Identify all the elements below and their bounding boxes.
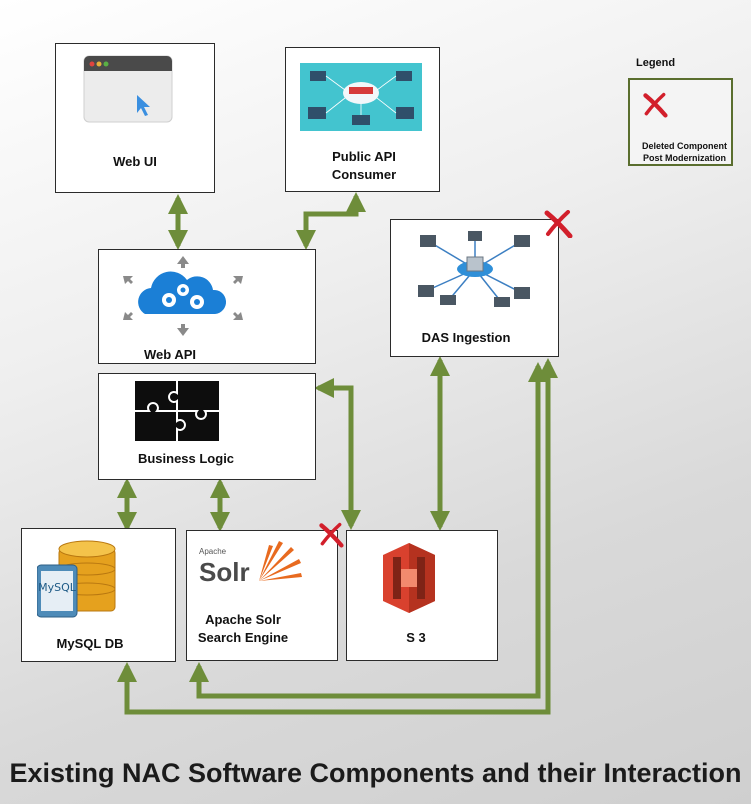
connector-publicapi-webapi (296, 192, 366, 250)
web-ui-box: Web UI (55, 43, 215, 193)
legend-title: Legend (636, 57, 676, 69)
aws-s3-icon (383, 543, 435, 613)
connector-solr-das (189, 362, 548, 699)
solr-logo-text: Solr (199, 557, 250, 587)
solr-box: Apache Solr Apache Solr Search Engine (186, 530, 338, 661)
connector-bizlogic-s3 (314, 378, 361, 530)
connector-mysql-das (117, 358, 558, 715)
business-logic-box: Business Logic (98, 373, 316, 480)
das-ingestion-box: DAS Ingestion (390, 219, 559, 357)
s3-label: S 3 (406, 630, 426, 645)
business-logic-label: Business Logic (137, 451, 235, 466)
network-servers-icon (418, 231, 530, 307)
web-api-box: Web API (98, 249, 316, 364)
puzzle-icon (135, 381, 219, 441)
solr-logo-apache: Apache (199, 547, 227, 556)
mysql-logo-text: MySQL (38, 581, 77, 594)
das-ingestion-label: DAS Ingestion (421, 330, 511, 345)
mysql-database-icon: MySQL (37, 540, 116, 618)
diagram-title: Existing NAC Software Components and the… (9, 758, 742, 788)
solr-logo: Apache Solr (199, 541, 319, 599)
deleted-mark-legend-icon (643, 92, 668, 118)
mysql-db-label: MySQL DB (56, 636, 124, 651)
sun-rays-icon (259, 541, 302, 581)
legend-deleted-label: Deleted Component Post Modernization (641, 141, 727, 163)
mysql-db-box: MySQL MySQL DB (21, 528, 176, 662)
s3-box: S 3 (346, 530, 498, 661)
api-network-illustration (300, 63, 422, 131)
legend-box: Deleted Component Post Modernization (628, 78, 733, 166)
public-api-box: Public API Consumer (285, 47, 440, 192)
deleted-mark-das-icon (544, 210, 573, 238)
solr-label: Apache Solr Search Engine (197, 612, 289, 645)
cloud-gears-icon (123, 256, 243, 336)
web-ui-label: Web UI (113, 154, 157, 169)
public-api-label: Public API Consumer (331, 149, 397, 182)
web-api-label: Web API (143, 347, 196, 362)
deleted-mark-solr-icon (319, 522, 344, 548)
browser-window-icon (83, 55, 173, 123)
